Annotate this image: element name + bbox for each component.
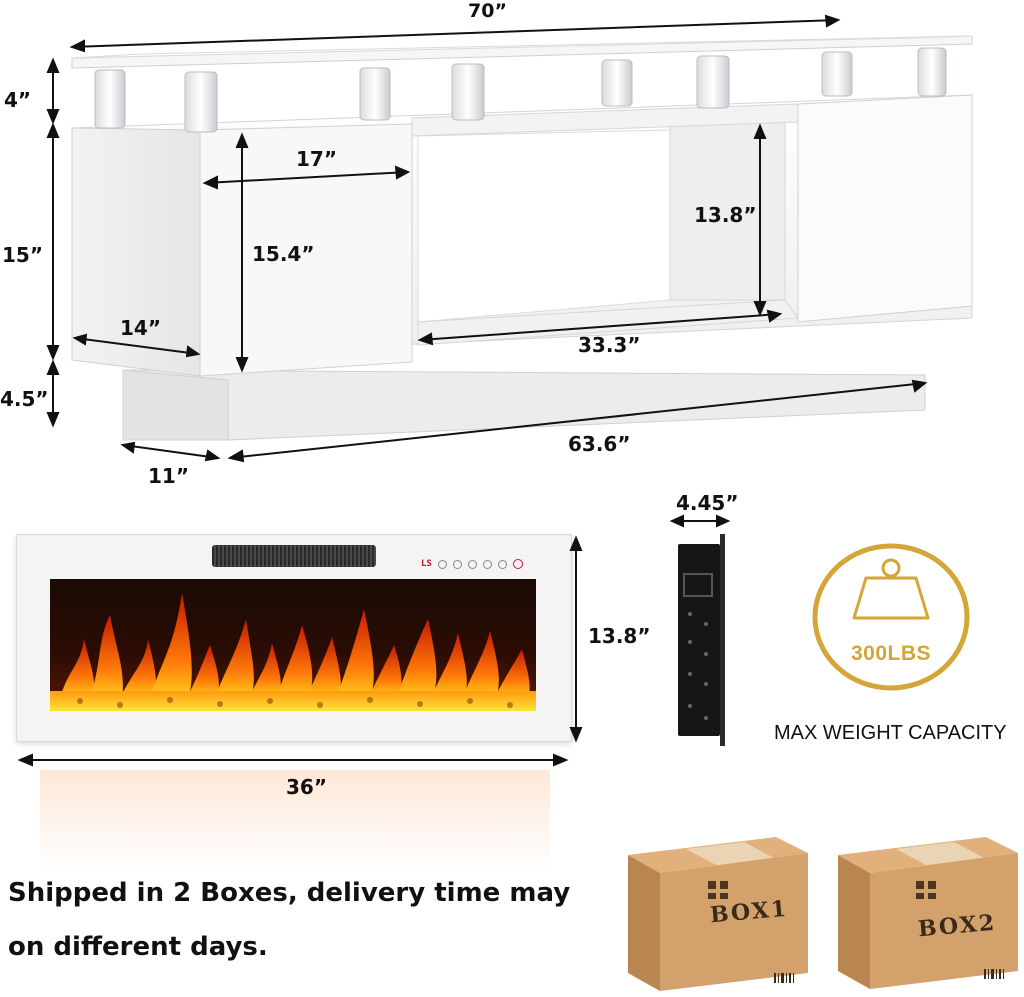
shipping-line-1: Shipped in 2 Boxes, delivery time may [8,878,571,908]
fireplace-depth-label: 4.45” [676,491,739,515]
opening-height-label: 13.8” [694,203,757,227]
base-height-label: 4.5” [0,387,49,411]
box-2-barcode-icon [984,969,1004,979]
box-2-illustration [838,837,1018,989]
fireplace-height-label: 13.8” [588,624,651,648]
box-1-fragile-icon [708,881,728,899]
overall-width-label: 70” [468,0,507,22]
fireplace-reflection [40,770,550,870]
power-icon [512,559,523,569]
base-width-label: 63.6” [568,432,631,456]
weight-badge [812,543,970,691]
tv-stand-illustration [46,14,973,463]
control-dot-icon [482,559,492,569]
fireplace-display: LS [421,559,432,569]
depth-label: 11” [148,464,189,488]
shipping-line-2: on different days. [8,932,268,962]
shipping-box-2: BOX2 [836,833,1020,991]
box-1-illustration [628,837,808,991]
fireplace-dimension-arrows [17,514,731,767]
side-depth-label: 14” [120,316,161,340]
box-2-fragile-icon [916,881,936,899]
top-height-label: 4” [4,88,32,112]
flame-window [50,579,536,711]
shipping-box-1: BOX1 [626,833,810,993]
fireplace-speaker-grille [212,545,376,567]
fireplace-side-view [678,534,725,746]
weight-badge-value: 300LBS [850,642,932,665]
weight-icon [852,558,930,620]
fireplace-control-panel: LS [421,559,523,569]
door-width-label: 17” [296,147,337,171]
fireplace-width-label: 36” [286,775,327,799]
box-1-barcode-icon [774,973,794,983]
control-dot-icon [467,559,477,569]
control-dot-icon [437,559,447,569]
cabinet-height-label: 15” [2,243,43,267]
weight-caption: MAX WEIGHT CAPACITY [774,722,1007,744]
opening-width-label: 33.3” [578,333,641,357]
control-dot-icon [452,559,462,569]
fireplace-insert: LS [16,534,572,742]
door-height-label: 15.4” [252,242,315,266]
control-dot-icon [497,559,507,569]
